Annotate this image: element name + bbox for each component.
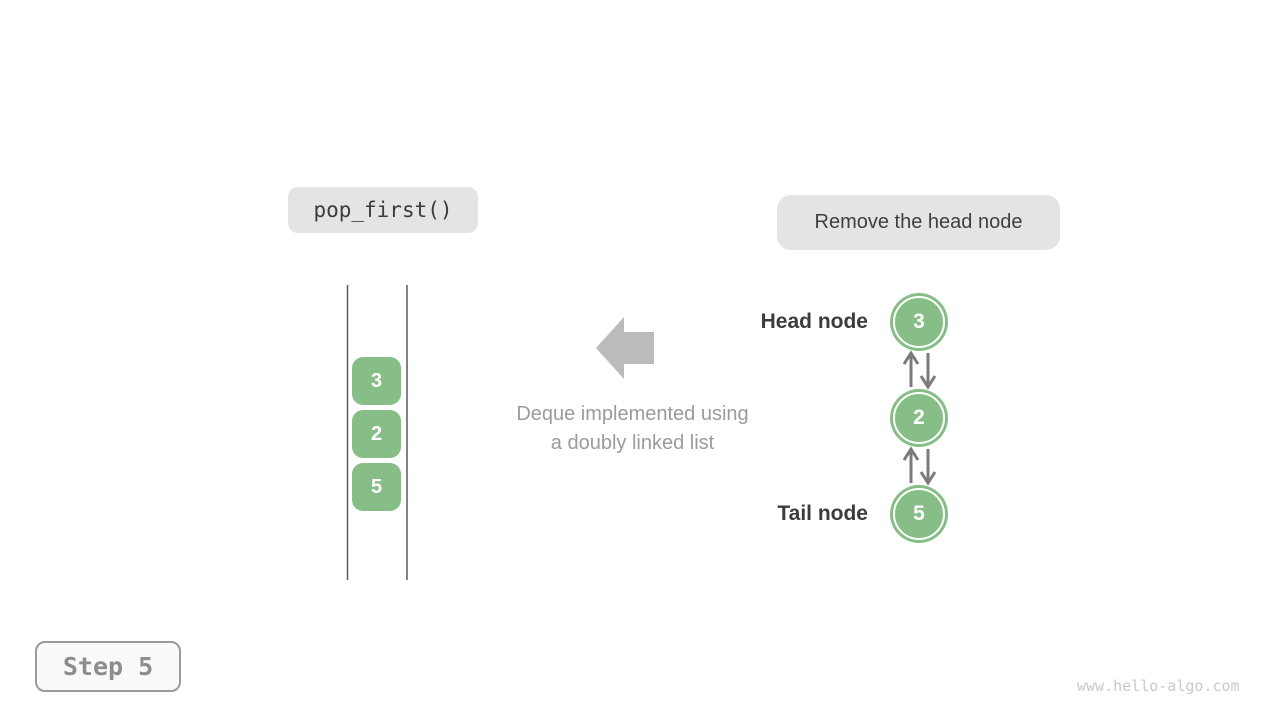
link-arrows-3-2 xyxy=(902,350,937,390)
head-node-label: Head node xyxy=(760,310,868,333)
caption: Deque implemented using a doubly linked … xyxy=(455,400,810,458)
list-node-middle: 2 xyxy=(890,389,948,447)
caption-line-2: a doubly linked list xyxy=(550,432,715,454)
step-badge: Step 5 xyxy=(35,641,181,692)
watermark: www.hello-algo.com xyxy=(1077,677,1240,695)
down-arrow-head-icon xyxy=(919,375,937,390)
up-arrow-head-icon xyxy=(902,446,920,461)
description-badge: Remove the head node xyxy=(777,195,1060,250)
tail-node-label: Tail node xyxy=(777,502,868,525)
list-node-head: 3 xyxy=(890,293,948,351)
list-node-tail: 5 xyxy=(890,485,948,543)
deque-cell-1: 2 xyxy=(352,410,401,458)
deque-cell-2: 5 xyxy=(352,463,401,511)
left-block-arrow-icon xyxy=(596,317,654,379)
caption-line-1: Deque implemented using xyxy=(516,403,749,425)
up-arrow-head-icon xyxy=(902,350,920,365)
down-arrow-head-icon xyxy=(919,471,937,486)
deque-cell-0: 3 xyxy=(352,357,401,405)
link-arrows-2-5 xyxy=(902,446,937,486)
operation-badge: pop_first() xyxy=(288,187,478,233)
